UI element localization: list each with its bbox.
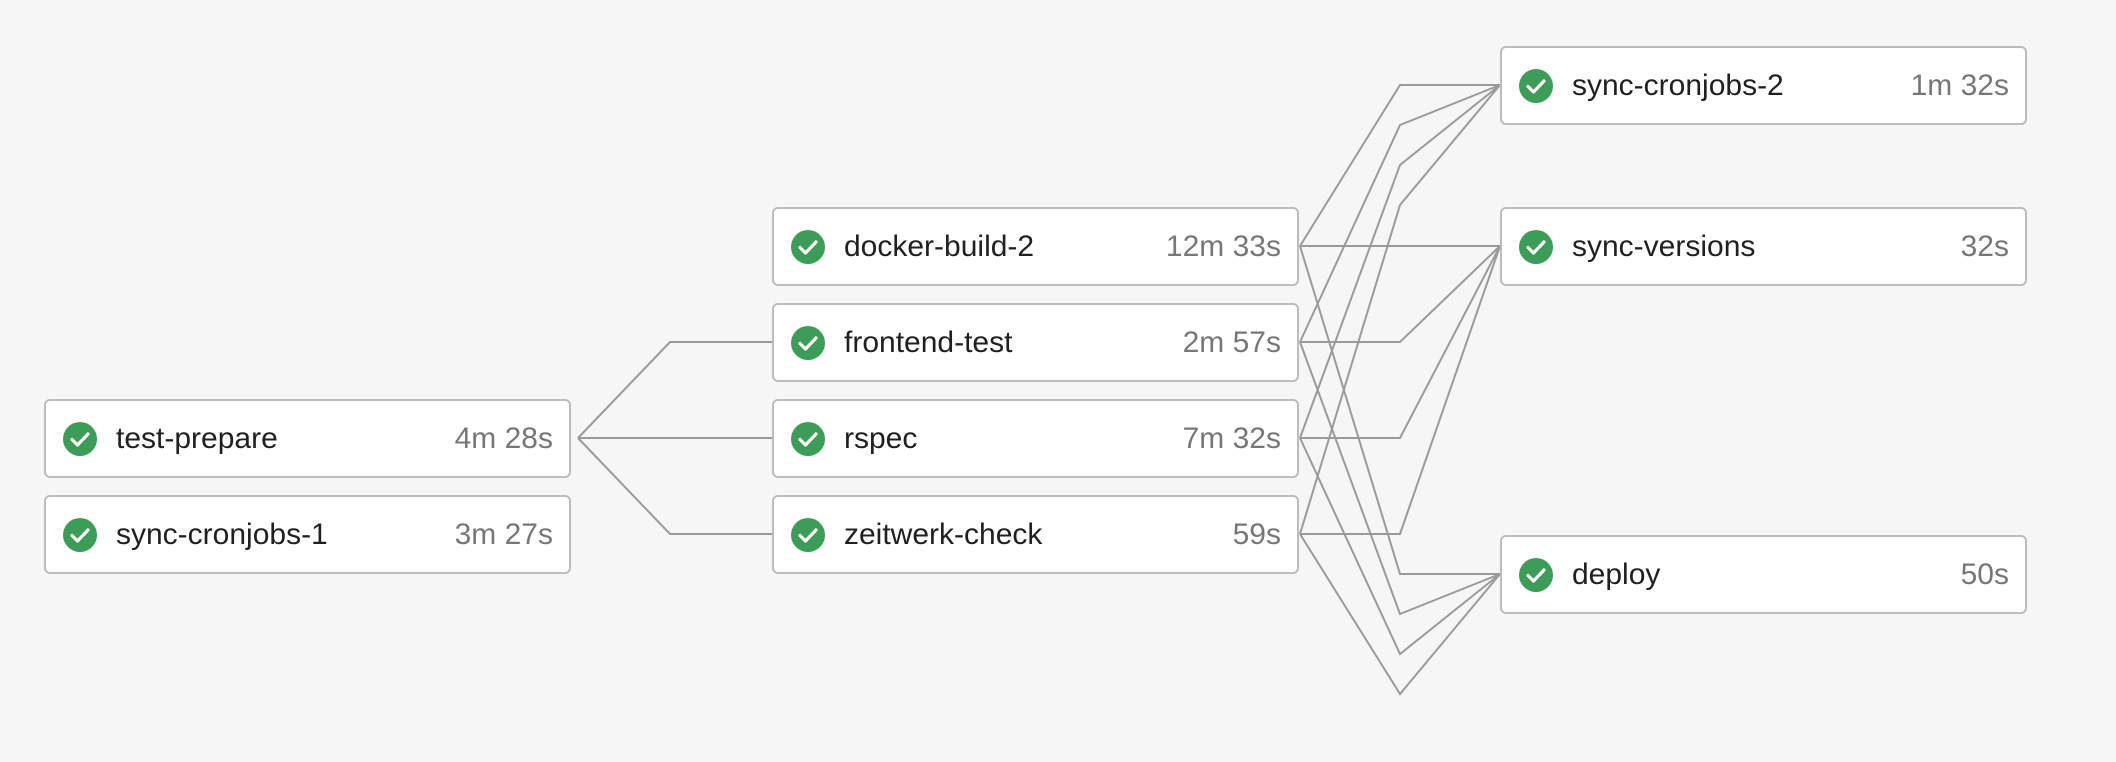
link-rspec-deploy xyxy=(1299,437,1501,656)
link-rspec-sync-versions xyxy=(1300,245,1501,439)
job-duration: 2m 57s xyxy=(1182,325,1281,359)
link-zeitwerk-check-deploy xyxy=(1299,533,1501,696)
job-duration: 12m 33s xyxy=(1165,229,1281,263)
link-zeitwerk-check-sync-versions xyxy=(1300,245,1501,535)
job-duration: 32s xyxy=(1960,229,2009,263)
job-docker-build-2[interactable]: docker-build-2 12m 33s xyxy=(772,207,1299,286)
check-circle-icon xyxy=(1518,68,1554,104)
check-circle-icon xyxy=(1518,229,1554,265)
job-duration: 1m 32s xyxy=(1910,68,2009,102)
job-duration: 3m 27s xyxy=(454,517,553,551)
job-name: sync-cronjobs-2 xyxy=(1572,68,1784,102)
job-sync-cronjobs-2[interactable]: sync-cronjobs-2 1m 32s xyxy=(1500,46,2027,125)
job-sync-cronjobs-1[interactable]: sync-cronjobs-1 3m 27s xyxy=(44,495,571,574)
check-circle-icon xyxy=(790,325,826,361)
check-circle-icon xyxy=(790,229,826,265)
check-circle-icon xyxy=(62,421,98,457)
check-circle-icon xyxy=(1518,557,1554,593)
link-docker-build-2-deploy xyxy=(1299,245,1500,575)
job-name: frontend-test xyxy=(844,325,1013,359)
job-name: deploy xyxy=(1572,557,1661,591)
job-sync-versions[interactable]: sync-versions 32s xyxy=(1500,207,2027,286)
job-duration: 7m 32s xyxy=(1182,421,1281,455)
job-name: zeitwerk-check xyxy=(844,517,1043,551)
link-test-prepare-zeitwerk-check xyxy=(577,437,772,535)
job-test-prepare[interactable]: test-prepare 4m 28s xyxy=(44,399,571,478)
link-frontend-test-sync-versions xyxy=(1300,245,1501,343)
check-circle-icon xyxy=(790,421,826,457)
job-duration: 59s xyxy=(1232,517,1281,551)
job-deploy[interactable]: deploy 50s xyxy=(1500,535,2027,614)
link-rspec-sync-cronjobs-2 xyxy=(1299,84,1501,439)
job-name: docker-build-2 xyxy=(844,229,1035,263)
job-name: rspec xyxy=(844,421,918,455)
job-name: sync-cronjobs-1 xyxy=(116,517,328,551)
job-duration: 4m 28s xyxy=(454,421,553,455)
check-circle-icon xyxy=(790,517,826,553)
job-zeitwerk-check[interactable]: zeitwerk-check 59s xyxy=(772,495,1299,574)
job-name: test-prepare xyxy=(116,421,278,455)
job-duration: 50s xyxy=(1960,557,2009,591)
link-frontend-test-sync-cronjobs-2 xyxy=(1299,84,1501,343)
link-zeitwerk-check-sync-cronjobs-2 xyxy=(1299,84,1501,535)
link-frontend-test-deploy xyxy=(1299,341,1501,616)
job-rspec[interactable]: rspec 7m 32s xyxy=(772,399,1299,478)
check-circle-icon xyxy=(62,517,98,553)
job-name: sync-versions xyxy=(1572,229,1756,263)
link-docker-build-2-sync-cronjobs-2 xyxy=(1299,84,1500,247)
link-test-prepare-frontend-test xyxy=(577,341,772,439)
job-frontend-test[interactable]: frontend-test 2m 57s xyxy=(772,303,1299,382)
